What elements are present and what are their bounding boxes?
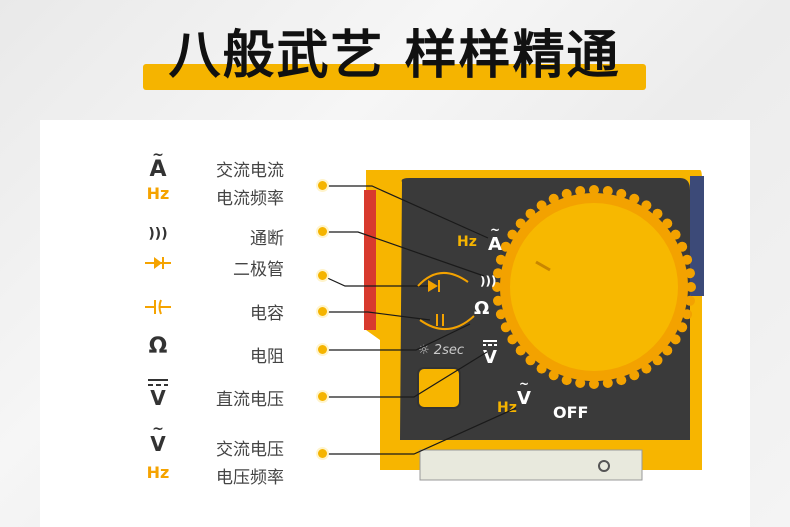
legend-label-dc-voltage: 直流电压 (216, 390, 284, 410)
dial-tooth (561, 188, 572, 199)
dial-tooth (682, 254, 693, 265)
dial-tooth (561, 375, 572, 386)
dial-tooth (515, 345, 526, 356)
callout-dot-diode (318, 271, 327, 280)
voltage-frequency-icon: Hz (146, 463, 170, 482)
legend-label-current-frequency: 电流频率 (216, 189, 284, 209)
dial-tooth (507, 334, 518, 345)
dial-label-ac-v: ~V (517, 377, 531, 409)
dial-tooth (589, 185, 599, 195)
ohm-icon: Ω (148, 334, 168, 359)
dial-tooth (641, 200, 652, 211)
callout-dot-dc-voltage (318, 392, 327, 401)
legend-label-continuity: 通断 (250, 229, 284, 249)
dial-tooth (589, 379, 599, 389)
dial-tooth (641, 363, 652, 374)
dial-label-hz-a: Hz (457, 234, 477, 250)
dial-tooth (682, 309, 693, 320)
ac-voltage-icon: ~V (150, 421, 166, 456)
capacitor-icon (138, 298, 178, 320)
dial-tooth (629, 193, 640, 204)
dial-label-2sec: ☼ 2sec (418, 343, 464, 358)
dial-tooth (495, 254, 506, 265)
dial-tooth (548, 370, 559, 381)
ac-current-icon: ~A (149, 147, 167, 182)
dial-tooth (677, 241, 688, 252)
dial-label-dc-v: V (483, 340, 497, 368)
legend-label-ac-current: 交流电流 (216, 161, 284, 181)
dial-label-off: OFF (553, 403, 589, 422)
title-banner: 八般武艺 样样精通 (143, 18, 646, 94)
callout-dot-resistance (318, 345, 327, 354)
dial-tooth (629, 370, 640, 381)
dial-tooth (685, 295, 695, 306)
dial-label-ohm: Ω (474, 298, 490, 319)
dial-pointer (535, 260, 551, 272)
dial-tooth (548, 193, 559, 204)
callout-dot-capacitor (318, 307, 327, 316)
dial-tooth (602, 378, 613, 388)
dial-tooth (495, 309, 506, 320)
meter-red-edge (364, 190, 376, 330)
legend-label-resistance: 电阻 (250, 347, 284, 367)
dial-tooth (677, 322, 688, 333)
dial-tooth (515, 218, 526, 229)
dc-voltage-icon: V (148, 379, 168, 410)
dial-tooth (493, 295, 503, 306)
callout-dot-ac-voltage (318, 449, 327, 458)
title-highlight-bar (143, 64, 646, 90)
dial-tooth (616, 375, 627, 386)
dial-tooth (536, 200, 547, 211)
dial-tooth (652, 208, 663, 219)
dial-tooth (500, 241, 511, 252)
callout-dot-continuity (318, 227, 327, 236)
page-title: 八般武艺 样样精通 (168, 26, 621, 86)
meter-display (419, 449, 643, 481)
dial-label-ac-a: ~A (488, 223, 502, 255)
dial-tooth (500, 322, 511, 333)
dial-tooth (670, 334, 681, 345)
legend-label-diode: 二极管 (233, 260, 284, 280)
current-frequency-icon: Hz (146, 184, 170, 203)
hold-button (417, 367, 461, 409)
dial-tooth (507, 229, 518, 240)
dial-tooth (685, 268, 695, 279)
dial-tooth (662, 218, 673, 229)
dial-tooth (602, 186, 613, 196)
dial-label-continuity: ))) (480, 274, 497, 288)
dial-tooth (575, 378, 586, 388)
dial-tooth (536, 363, 547, 374)
legend-label-capacitor: 电容 (250, 304, 284, 324)
dial-knob-inner (510, 203, 678, 371)
diode-icon (138, 255, 178, 275)
dial-label-hz-v: Hz (497, 400, 517, 416)
dial-tooth (652, 355, 663, 366)
meter-side-strip (690, 176, 704, 296)
dial-tooth (616, 188, 627, 199)
legend-label-ac-voltage: 交流电压 (216, 440, 284, 460)
continuity-icon: ))) (148, 226, 168, 242)
dial-tooth (575, 186, 586, 196)
legend-label-voltage-frequency: 电压频率 (216, 468, 284, 488)
dial-tooth (493, 268, 503, 279)
dial-tooth (525, 355, 536, 366)
dial-tooth (670, 229, 681, 240)
display-timer-icon (598, 460, 610, 472)
dial-tooth (492, 282, 502, 292)
callout-dot-ac-current (318, 181, 327, 190)
dial-tooth (662, 345, 673, 356)
dial-tooth (525, 208, 536, 219)
dial-tooth (686, 282, 696, 292)
